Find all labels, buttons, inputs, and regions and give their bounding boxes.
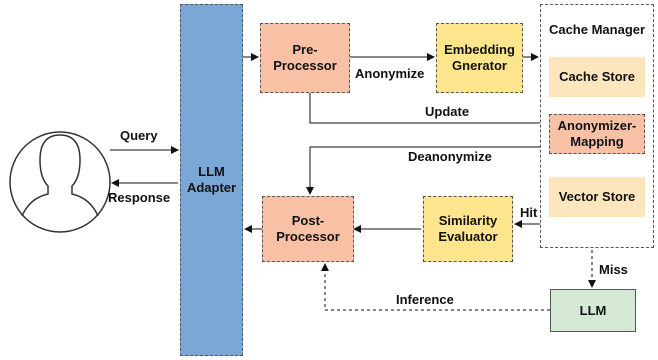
embedding-generator-node: Embedding Gnerator: [436, 23, 523, 93]
pre-processor-node: Pre-Processor: [260, 23, 350, 93]
hit-label: Hit: [520, 205, 538, 220]
similarity-evaluator-node: Similarity Evaluator: [423, 196, 513, 262]
anonymize-label: Anonymize: [355, 66, 425, 81]
cache-store-label: Cache Store: [559, 69, 635, 84]
pre-processor-label: Pre-Processor: [273, 42, 337, 73]
query-label: Query: [120, 128, 158, 143]
cache-manager-title: Cache Manager: [548, 22, 646, 37]
update-label: Update: [425, 104, 470, 119]
deanonymize-arrow: [306, 146, 548, 195]
similarity-evaluator-label: Similarity Evaluator: [438, 213, 498, 244]
miss-label: Miss: [599, 262, 628, 277]
llm-adapter-node: LLM Adapter: [180, 4, 243, 356]
embedding-generator-label: Embedding Gnerator: [444, 42, 515, 73]
cache-store-node: Cache Store: [549, 57, 645, 97]
vector-store-label: Vector Store: [558, 189, 636, 204]
anonymizer-mapping-node: Anonymizer-Mapping: [549, 114, 645, 154]
inference-arrow: [321, 263, 550, 311]
llm-label: LLM: [579, 302, 607, 318]
deanonymize-label: Deanonymize: [408, 149, 492, 164]
update-arrow: [309, 93, 549, 127]
user-avatar-icon: [9, 131, 111, 233]
llm-node: LLM: [550, 289, 636, 332]
anonymizer-mapping-label: Anonymizer-Mapping: [557, 118, 637, 149]
response-label: Response: [108, 190, 171, 205]
inference-label: Inference: [396, 292, 454, 307]
post-processor-label: Post-Processor: [276, 213, 340, 244]
vector-store-node: Vector Store: [549, 177, 645, 217]
llm-adapter-label: LLM Adapter: [186, 164, 237, 195]
post-processor-node: Post-Processor: [262, 196, 354, 262]
